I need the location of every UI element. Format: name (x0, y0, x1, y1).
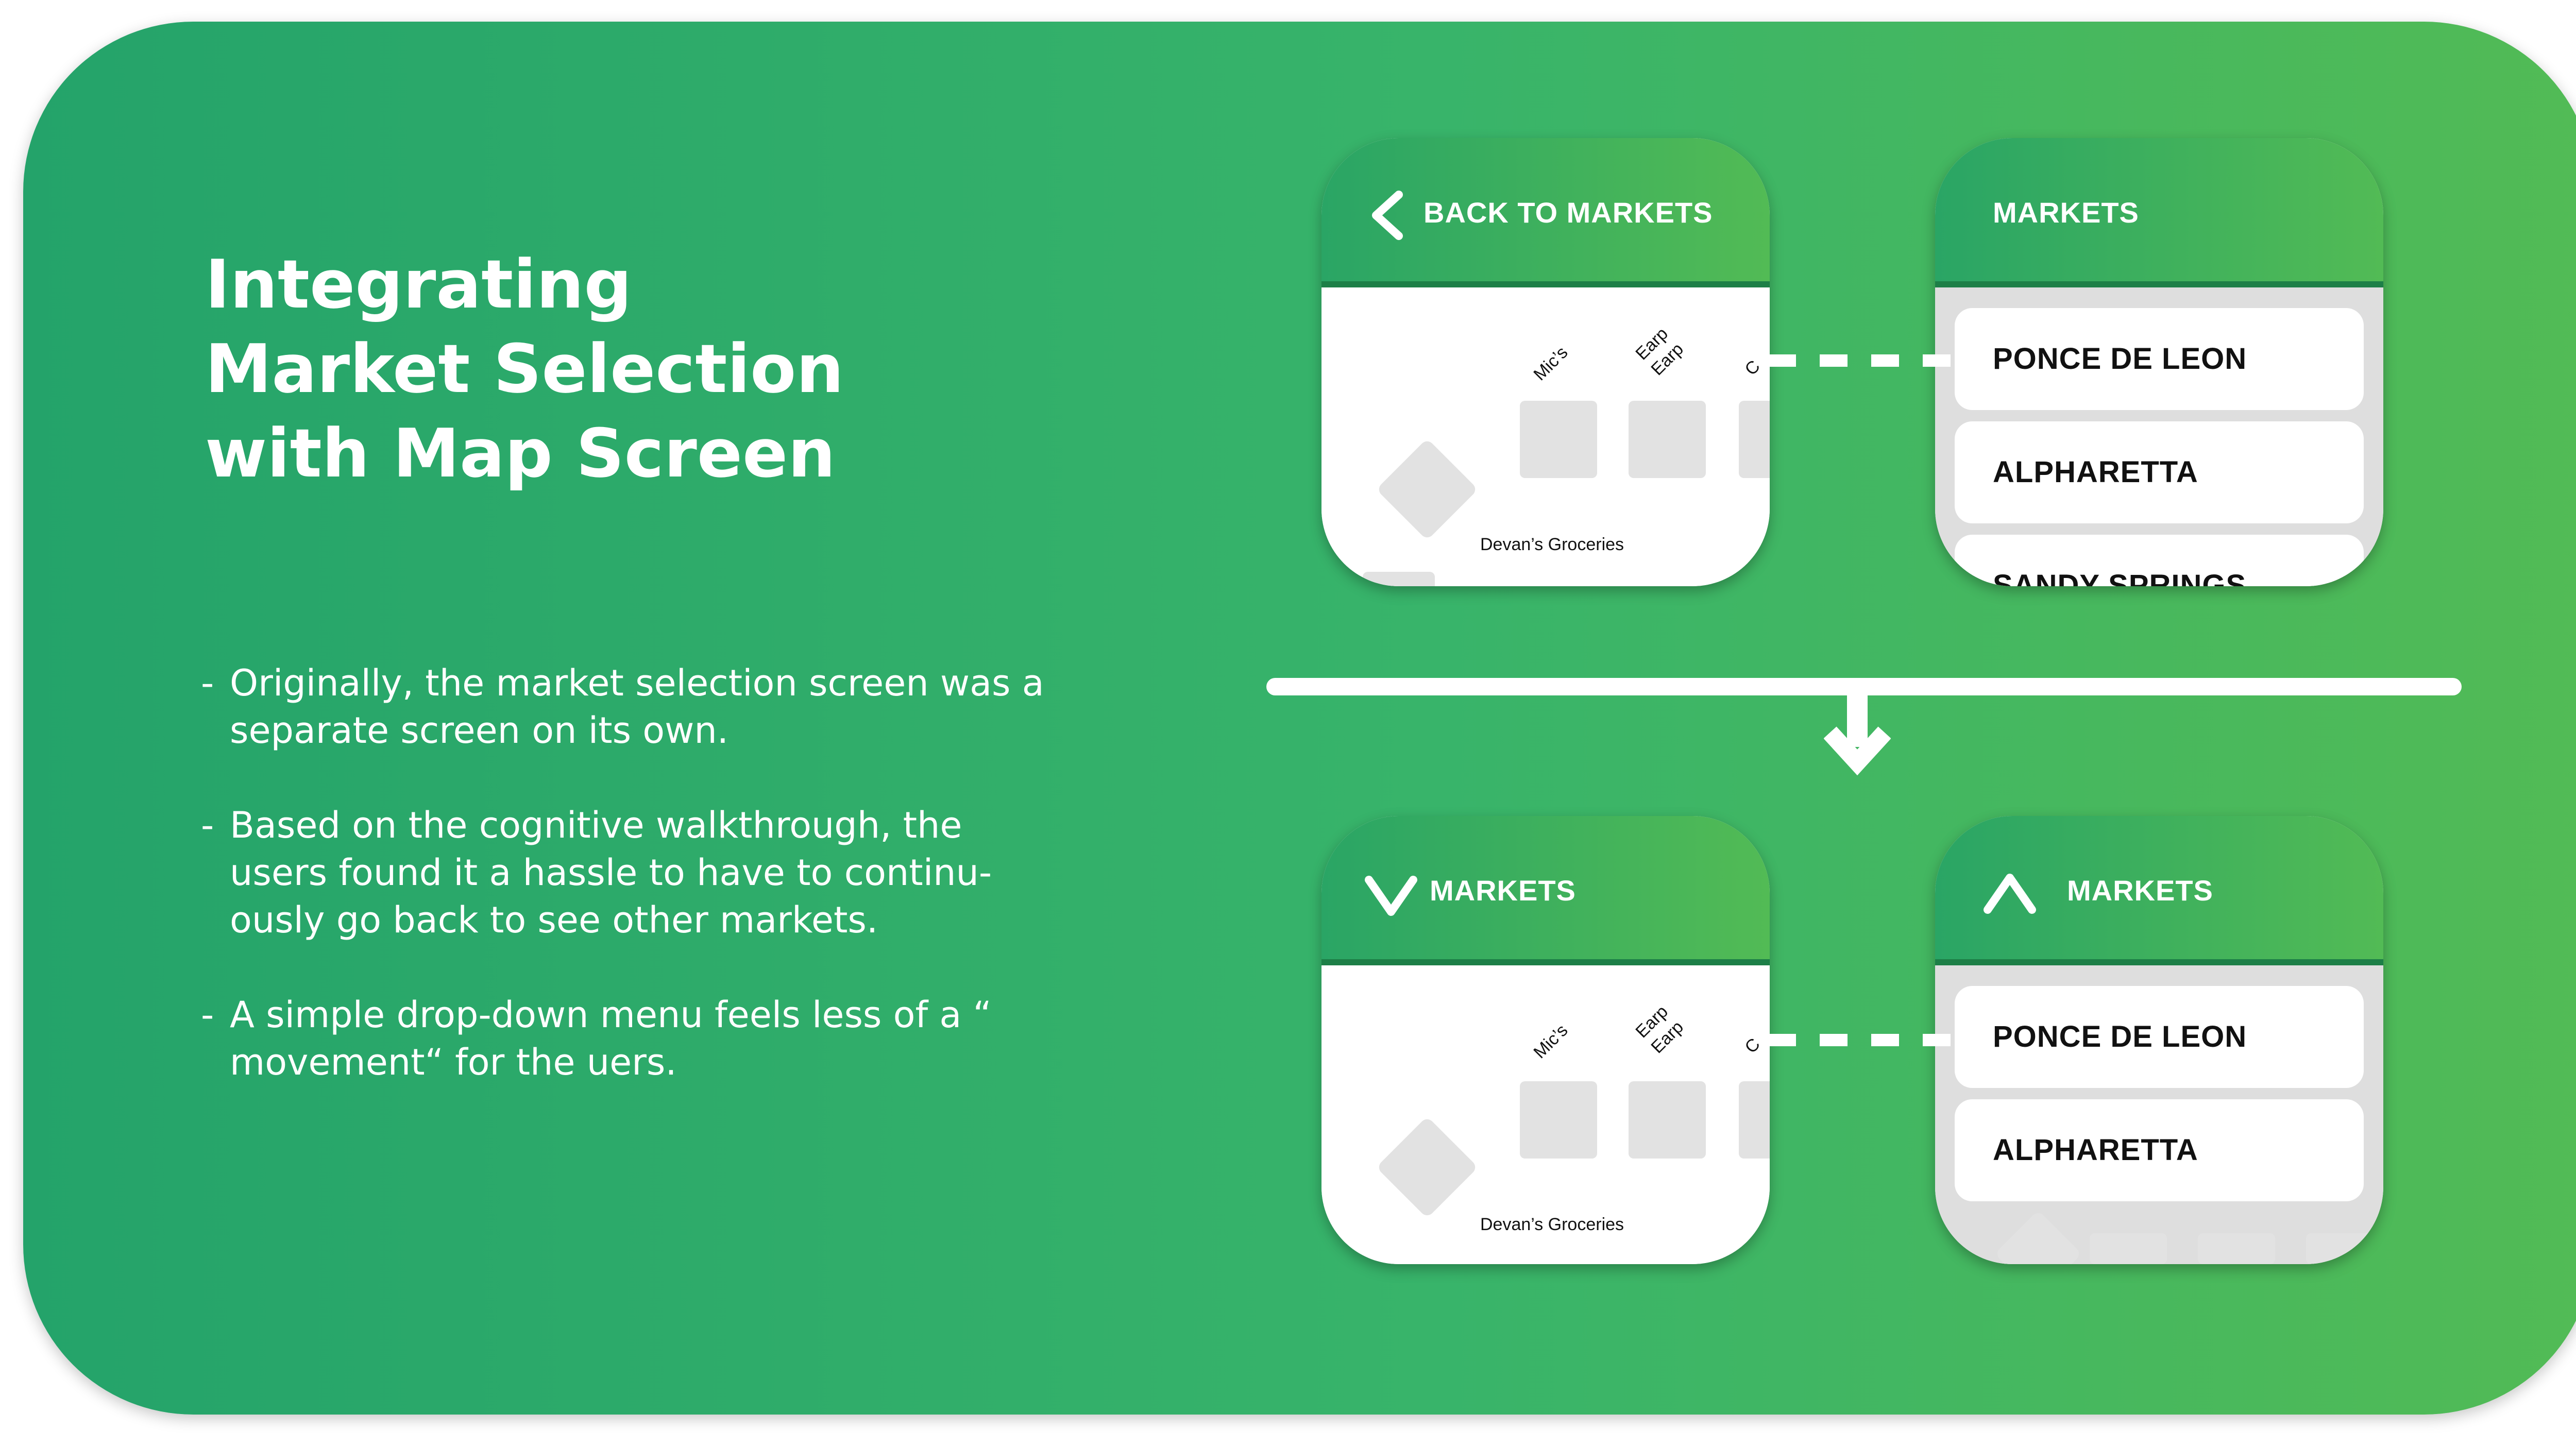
map-area[interactable]: Mic’s Earp Earp C Devan’s Groceries (1321, 287, 1770, 586)
store-marker[interactable] (1739, 401, 1770, 478)
grocery-label: Devan’s Groceries (1480, 1215, 1624, 1234)
grocery-label: Devan’s Groceries (1480, 535, 1624, 554)
store-marker[interactable] (1376, 438, 1478, 540)
markets-dropdown-toggle[interactable]: MARKETS (1430, 874, 1576, 907)
chevron-down-icon[interactable] (1363, 873, 1419, 919)
bullet-line: Based on the cognitive walkthrough, the (230, 804, 962, 846)
markets-dropdown-toggle[interactable]: MARKETS (2067, 874, 2213, 907)
markets-header-label: MARKETS (1993, 196, 2139, 229)
bullet-line: ously go back to see other markets. (230, 899, 878, 941)
title-line: Market Selection (205, 330, 844, 408)
map-area[interactable]: Mic’s Earp Earp C Devan’s Groceries (1321, 965, 1770, 1264)
chevron-left-icon[interactable] (1367, 190, 1408, 241)
store-marker (1994, 1210, 2082, 1264)
store-marker (2090, 1233, 2167, 1264)
bullet-line: Originally, the market selection screen … (230, 662, 1044, 704)
chevron-up-icon[interactable] (1981, 871, 2038, 917)
bullet-dash: - (201, 662, 214, 704)
divider-line (1266, 678, 2462, 695)
title-line: Integrating (205, 245, 632, 324)
market-item[interactable]: ALPHARETTA (1955, 421, 2364, 523)
market-item[interactable]: SANDY SPRINGS (1955, 535, 2364, 586)
market-item[interactable]: ALPHARETTA (1955, 1099, 2364, 1201)
store-marker[interactable] (1376, 1116, 1478, 1218)
market-item-label: ALPHARETTA (1993, 1133, 2198, 1167)
connector-dashes (1768, 1034, 1951, 1046)
store-label: Mic’s (1530, 343, 1572, 385)
store-label: Mic’s (1530, 1020, 1572, 1063)
bullet-item: - Originally, the market selection scree… (201, 659, 1087, 754)
store-marker[interactable] (1629, 401, 1706, 478)
store-label: C (1741, 1034, 1764, 1058)
markets-screen-header: MARKETS (1935, 138, 2383, 287)
store-marker (2306, 1233, 2383, 1264)
market-item-label: PONCE DE LEON (1993, 1020, 2247, 1053)
markets-dropdown-card-after: MARKETS PONCE DE LEON ALPHARETTA (1935, 816, 2383, 1264)
store-marker[interactable] (1739, 1081, 1770, 1159)
bullet-line: separate screen on its own. (230, 709, 729, 752)
back-to-markets-button[interactable]: BACK TO MARKETS (1423, 196, 1713, 229)
bullet-dash: - (201, 994, 214, 1036)
map-screen-header: MARKETS (1321, 816, 1770, 965)
bullet-dash: - (201, 804, 214, 846)
store-marker[interactable] (1629, 1081, 1706, 1159)
bullet-line: movement“ for the uers. (230, 1041, 677, 1083)
store-marker[interactable] (1520, 1081, 1597, 1159)
map-screen-card-after: MARKETS Mic’s Earp Earp C Devan’s Grocer… (1321, 816, 1770, 1264)
arrow-down-icon (1824, 695, 1891, 776)
market-item[interactable]: PONCE DE LEON (1955, 308, 2364, 410)
store-marker[interactable] (1363, 572, 1435, 586)
bullet-list: - Originally, the market selection scree… (201, 659, 1087, 1133)
title-line: with Map Screen (205, 414, 836, 492)
store-marker[interactable] (1520, 401, 1597, 478)
market-item[interactable]: PONCE DE LEON (1955, 986, 2364, 1088)
market-item-label: PONCE DE LEON (1993, 342, 2247, 376)
markets-dropdown-header: MARKETS (1935, 816, 2383, 965)
store-label: C (1741, 356, 1764, 380)
markets-list: PONCE DE LEON ALPHARETTA SANDY SPRINGS (1935, 287, 2383, 586)
markets-screen-card-before: MARKETS PONCE DE LEON ALPHARETTA SANDY S… (1935, 138, 2383, 586)
bullet-line: A simple drop-down menu feels less of a … (230, 994, 992, 1036)
connector-dashes (1768, 354, 1951, 367)
store-marker (2198, 1233, 2275, 1264)
market-item-label: SANDY SPRINGS (1993, 569, 2247, 586)
market-item-label: ALPHARETTA (1993, 455, 2198, 489)
bullet-item: - A simple drop-down menu feels less of … (201, 991, 1087, 1086)
bullet-line: users found it a hassle to have to conti… (230, 852, 992, 894)
map-screen-card-before: BACK TO MARKETS Mic’s Earp Earp C Devan’… (1321, 138, 1770, 586)
bullet-item: - Based on the cognitive walkthrough, th… (201, 802, 1087, 944)
map-screen-header: BACK TO MARKETS (1321, 138, 1770, 287)
markets-list: PONCE DE LEON ALPHARETTA (1935, 965, 2383, 1264)
page-title: Integrating Market Selection with Map Sc… (205, 242, 1081, 496)
